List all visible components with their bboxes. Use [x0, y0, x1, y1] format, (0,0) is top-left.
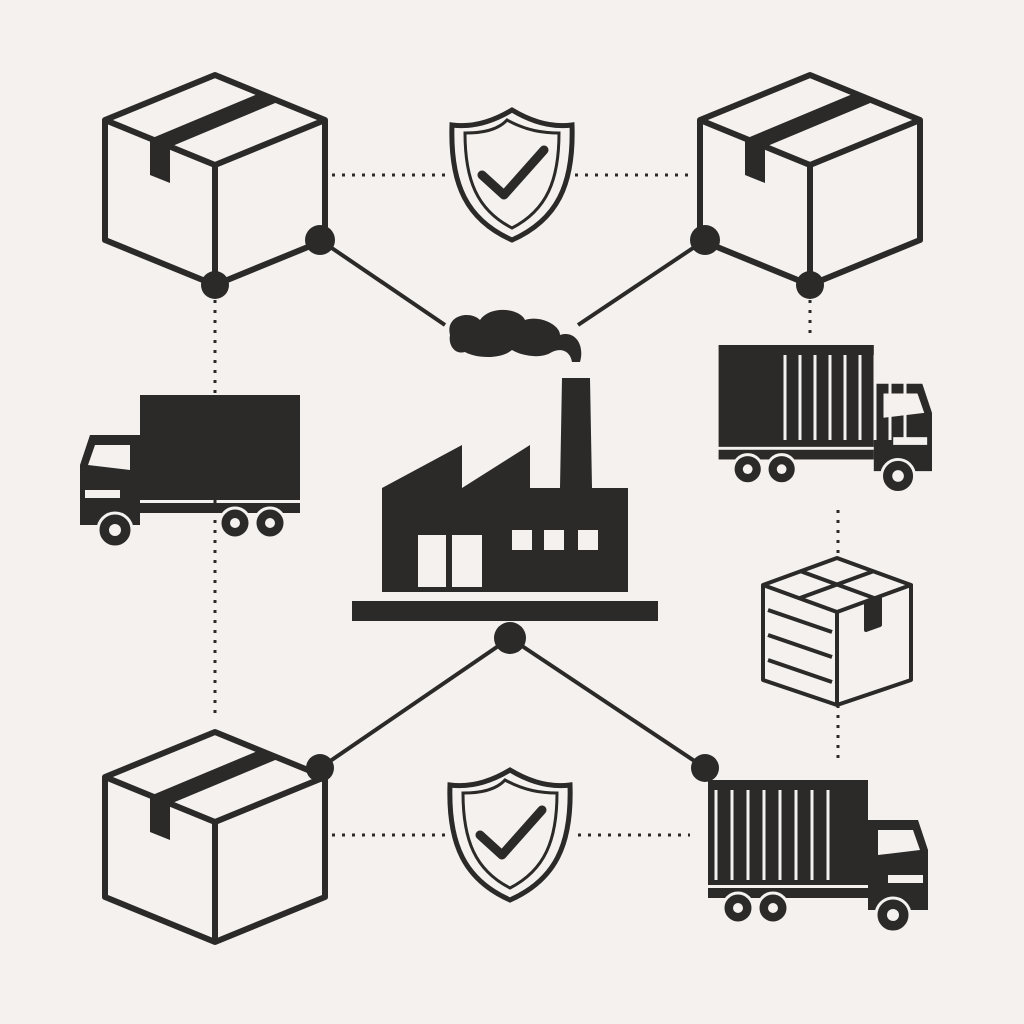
package-box-icon: [700, 75, 920, 285]
node-dot: [690, 225, 720, 255]
shield-check-icon: [450, 770, 570, 900]
node-dot: [306, 754, 334, 782]
factory-icon: [352, 309, 658, 621]
node-dot: [691, 754, 719, 782]
node-dot: [494, 622, 526, 654]
container-truck-icon: [698, 778, 930, 934]
node-dot: [796, 271, 824, 299]
container-truck-icon: [717, 343, 934, 494]
shield-check-icon: [452, 110, 572, 240]
node-dot: [305, 225, 335, 255]
node-dot: [201, 271, 229, 299]
delivery-truck-icon: [78, 393, 302, 549]
stacked-crate-icon: [761, 556, 913, 707]
package-box-icon: [105, 75, 325, 285]
connection-nodes: [201, 225, 824, 782]
package-box-icon: [105, 732, 325, 942]
